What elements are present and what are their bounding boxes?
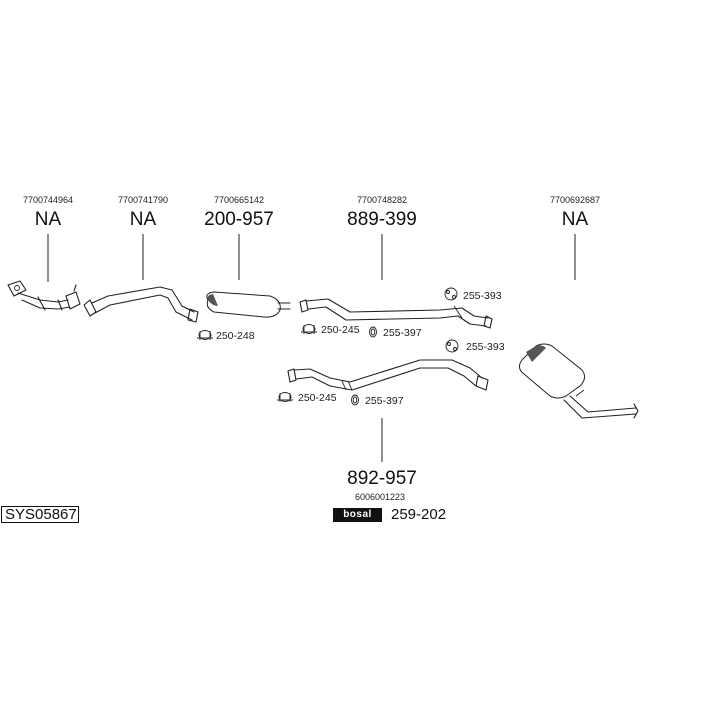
ring-label-lower[interactable]: 255-397 <box>365 395 404 407</box>
part-code-3[interactable]: 200-957 <box>204 209 274 230</box>
ring-label-mid[interactable]: 255-397 <box>383 327 422 339</box>
oem-number-5: 7700692687 <box>549 195 601 205</box>
hanger-label-upper[interactable]: 255-393 <box>463 290 502 302</box>
clamp-label-upper[interactable]: 250-248 <box>216 330 255 342</box>
clamp-icon-mid[interactable] <box>301 324 317 335</box>
middle-pipe-part[interactable] <box>299 298 493 329</box>
front-silencer-part[interactable] <box>206 291 291 318</box>
oem-number-4: 7700748282 <box>356 195 408 205</box>
kit-code[interactable]: 259-202 <box>391 506 447 523</box>
part-code-5[interactable]: NA <box>561 209 589 230</box>
front-pipe-part[interactable] <box>7 280 81 311</box>
lower-pipe-part[interactable] <box>287 359 489 391</box>
hanger-label-lower[interactable]: 255-393 <box>466 341 505 353</box>
clamp-label-mid[interactable]: 250-245 <box>321 324 360 336</box>
part-code-2[interactable]: NA <box>129 209 157 230</box>
kit-oem-number: 6006001223 <box>355 492 406 502</box>
ring-icon-lower[interactable] <box>351 394 359 406</box>
oem-number-1: 7700744964 <box>22 195 74 205</box>
oem-number-2: 7700741790 <box>117 195 169 205</box>
hanger-icon-lower[interactable] <box>445 339 459 353</box>
intermediate-pipe-part[interactable] <box>83 286 199 323</box>
oem-number-3: 7700665142 <box>213 195 265 205</box>
part-code-1[interactable]: NA <box>34 209 62 230</box>
bosal-logo: bosal <box>333 508 382 522</box>
system-code-box: SYS05867 <box>1 506 79 523</box>
clamp-icon-lower[interactable] <box>277 392 293 403</box>
part-code-lower-pipe[interactable]: 892-957 <box>347 468 417 489</box>
system-code: SYS05867 <box>5 506 77 523</box>
ring-icon-mid[interactable] <box>369 326 377 338</box>
clamp-label-lower[interactable]: 250-245 <box>298 392 337 404</box>
clamp-icon-upper[interactable] <box>197 330 213 341</box>
hanger-icon-upper[interactable] <box>444 287 458 301</box>
part-code-4[interactable]: 889-399 <box>347 209 417 230</box>
rear-silencer-part[interactable] <box>518 343 639 419</box>
